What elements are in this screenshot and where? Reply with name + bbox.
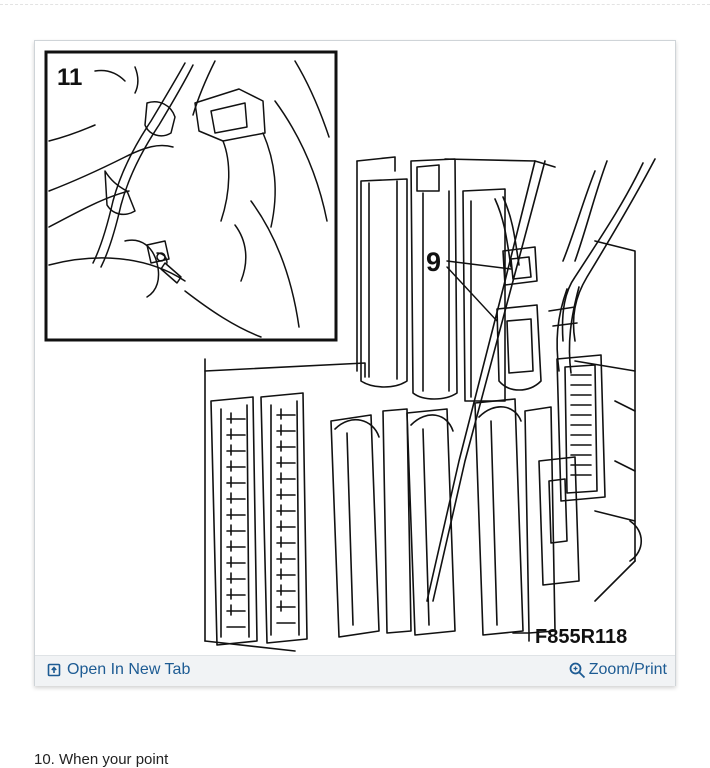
wiring-harness [426,158,656,602]
relay-modules-upper [360,158,506,402]
fuse-box-housing [204,156,643,652]
top-divider [0,4,710,5]
open-in-new-tab-link[interactable]: Open In New Tab [47,661,190,679]
open-in-new-tab-label: Open In New Tab [67,661,191,678]
open-new-tab-icon [47,663,61,677]
fuse-column-1 [210,396,258,646]
inset-label: 11 [57,64,82,91]
relay-modules-lower [330,398,556,638]
connector-plug [496,246,542,391]
zoom-print-link[interactable]: Zoom/Print [569,661,667,679]
fuse-column-2 [260,392,308,644]
figure-id: F855R118 [535,626,627,648]
zoom-print-label: Zoom/Print [588,661,667,678]
callout-leaders [446,260,512,322]
figure-id-bracket [512,632,530,642]
inset-detail [44,50,338,342]
callout-label: 9 [426,247,441,277]
figure-card: 11 9 F855R118 Open In New Tab Zoom/Prin [34,40,676,686]
fuse-box-diagram[interactable]: 11 9 F855R118 [35,41,675,655]
magnifier-icon [569,662,586,679]
connector-block [538,354,606,586]
figure-toolbar: Open In New Tab Zoom/Print [35,655,675,686]
